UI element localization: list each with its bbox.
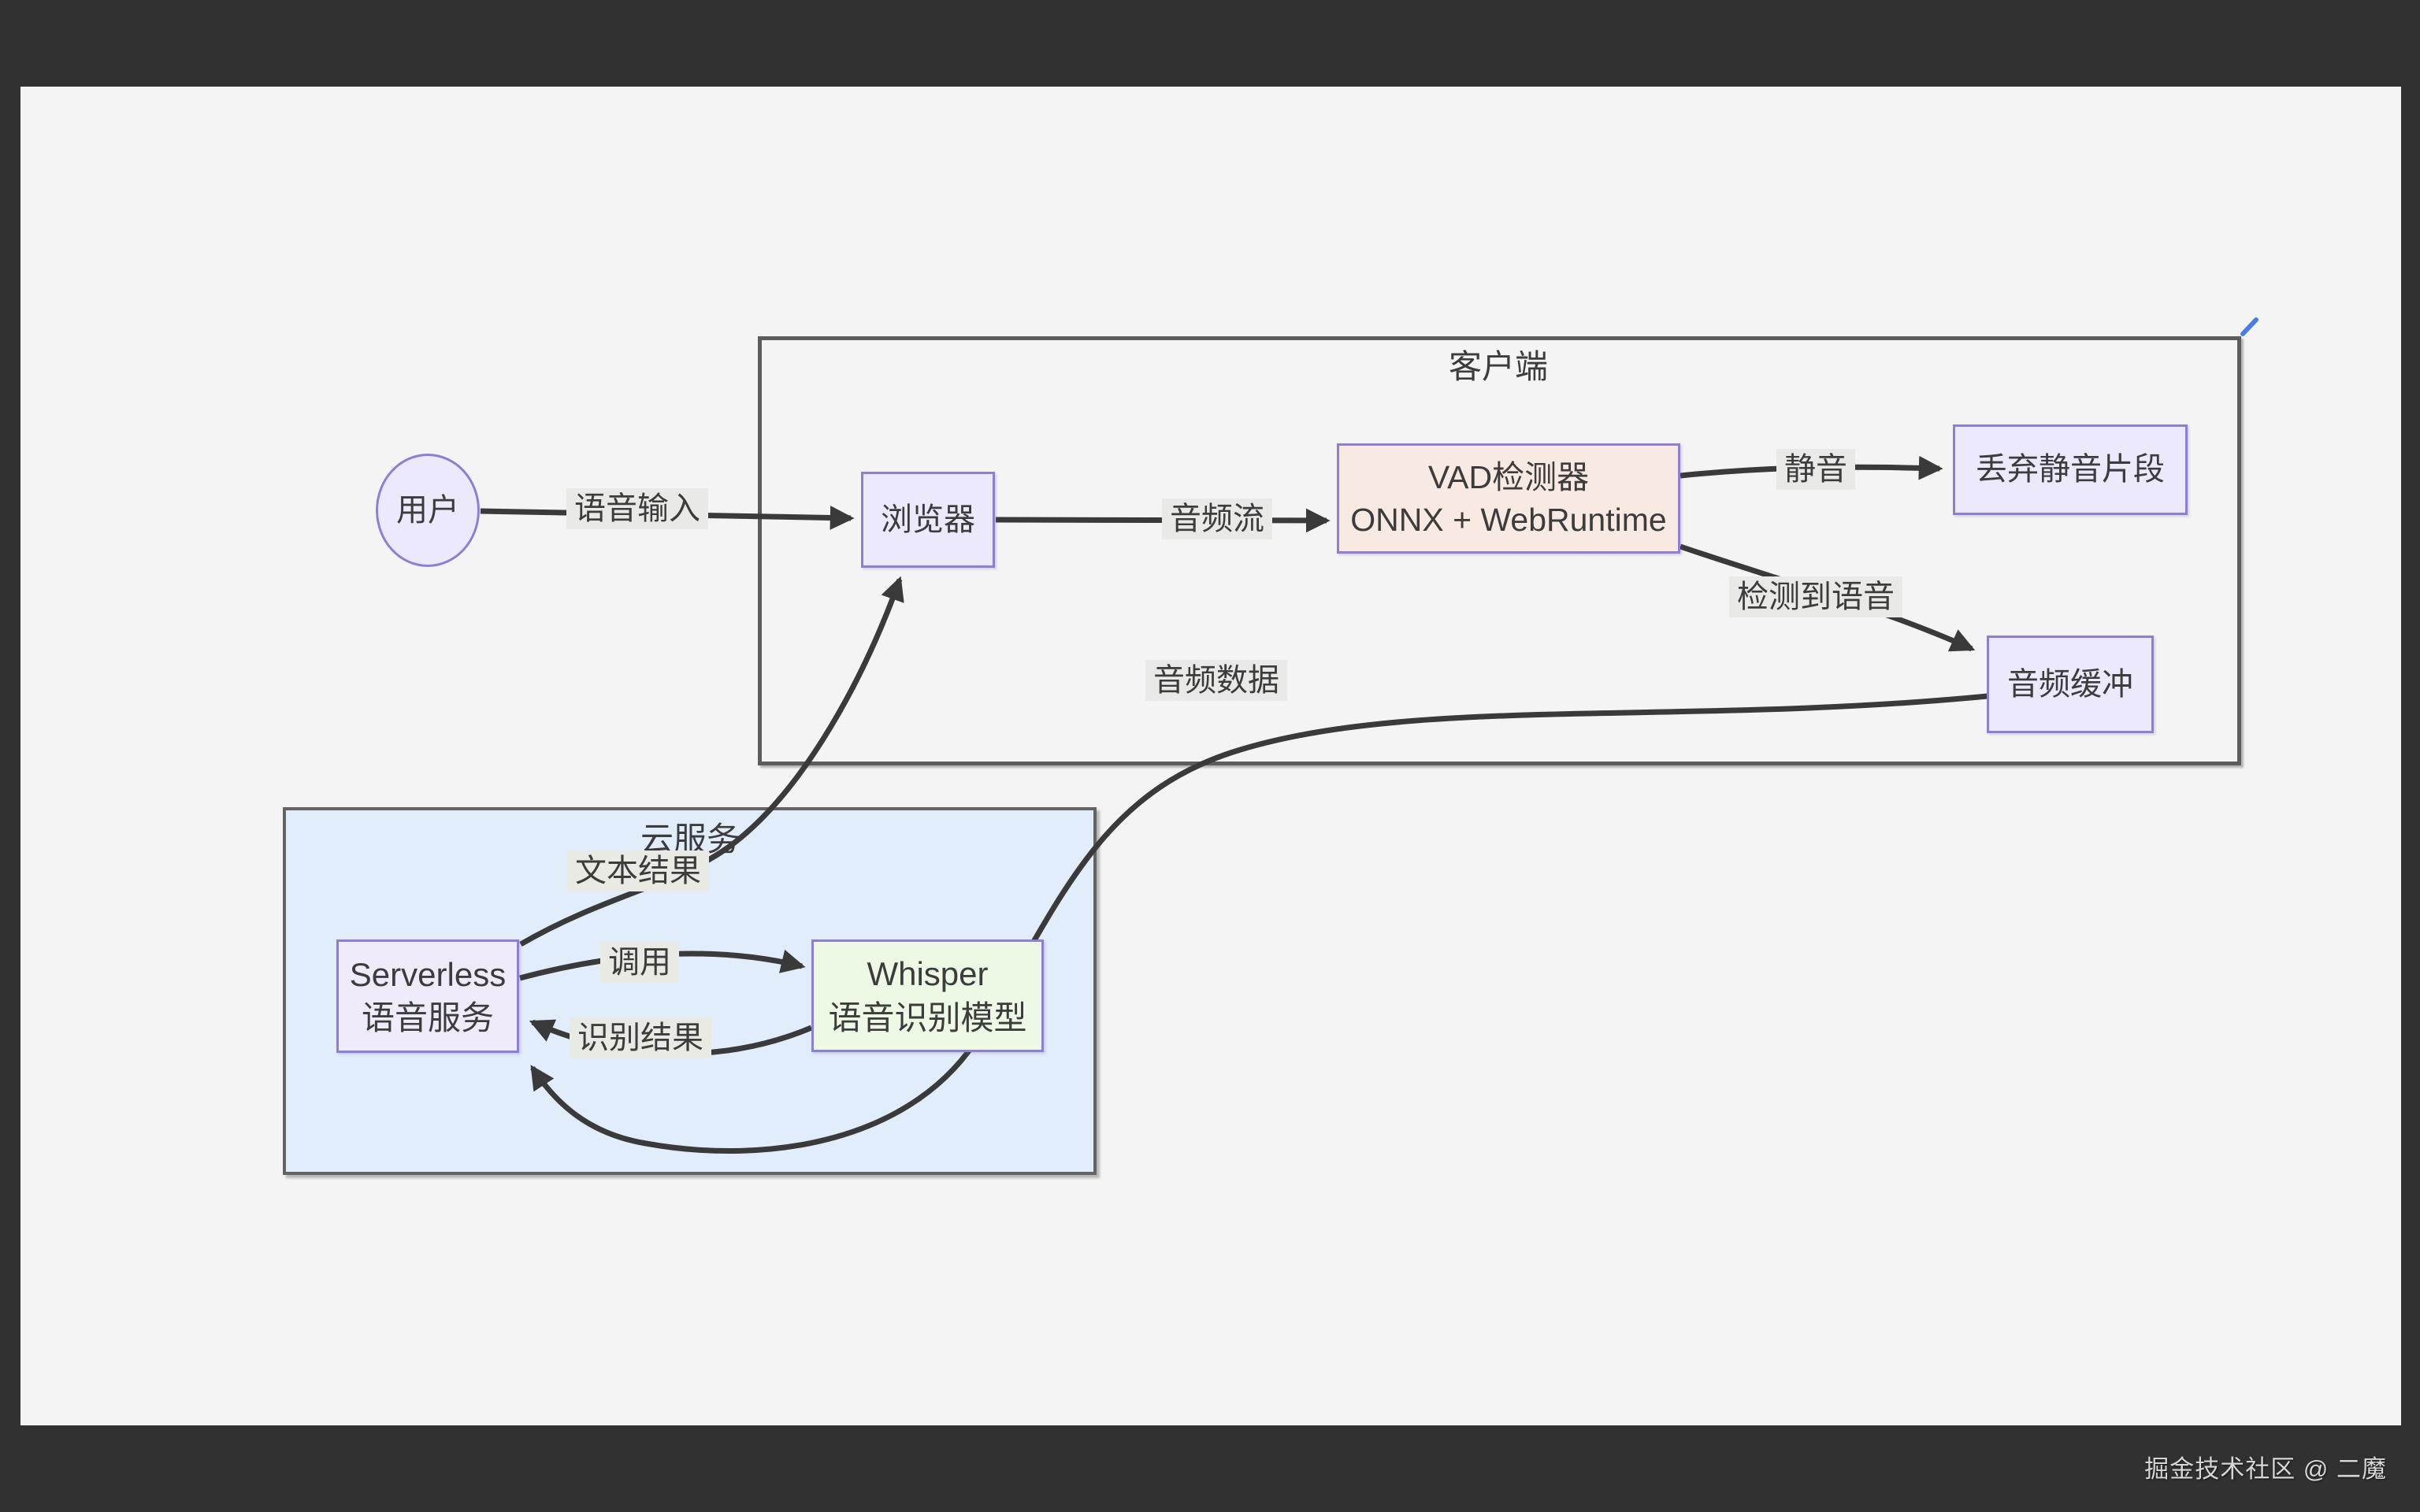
node-discard-silence-label: 丢弃静音片段: [1976, 452, 2165, 487]
node-user-label: 用户: [396, 492, 459, 528]
node-user: 用户: [376, 454, 480, 567]
node-serverless-service: Serverless 语音服务: [336, 939, 519, 1053]
node-vad-title: VAD检测器: [1427, 458, 1590, 495]
edge-label-silence: 静音: [1776, 449, 1855, 490]
watermark-credit: 掘金技术社区 @ 二魔: [2144, 1455, 2387, 1483]
edge-label-invoke: 调用: [600, 942, 679, 983]
edge-label-audio-data: 音频数据: [1145, 660, 1287, 701]
node-whisper-title: Whisper: [867, 955, 989, 993]
node-audio-buffer: 音频缓冲: [1987, 636, 2154, 733]
edge-label-text-result: 文本结果: [567, 850, 709, 891]
edge-label-recognition-result: 识别结果: [570, 1017, 711, 1058]
client-container-label: 客户端: [1448, 348, 1549, 385]
cursor-mark: [2240, 317, 2259, 336]
edge-audio-data: [530, 693, 1988, 1154]
node-serverless-title: Serverless: [349, 955, 507, 993]
edge-label-speech-detected: 检测到语音: [1729, 576, 1902, 617]
node-browser: 浏览器: [861, 472, 995, 568]
node-audio-buffer-label: 音频缓冲: [2007, 666, 2133, 702]
node-serverless-subtitle: 语音服务: [361, 999, 494, 1036]
node-whisper-subtitle: 语音识别模型: [828, 999, 1027, 1036]
node-vad-detector: VAD检测器 ONNX + WebRuntime: [1337, 443, 1680, 554]
edge-audio-stream: [995, 508, 1331, 533]
edge-text-result: [519, 576, 904, 947]
node-vad-subtitle: ONNX + WebRuntime: [1350, 502, 1667, 538]
node-discard-silence: 丢弃静音片段: [1953, 424, 2188, 515]
edge-label-voice-input: 语音输入: [566, 488, 708, 529]
edge-label-audio-stream: 音频流: [1162, 498, 1272, 539]
node-whisper-model: Whisper 语音识别模型: [811, 939, 1044, 1052]
client-container: [758, 336, 2241, 765]
diagram-canvas: [20, 87, 2401, 1425]
node-browser-label: 浏览器: [881, 502, 975, 537]
